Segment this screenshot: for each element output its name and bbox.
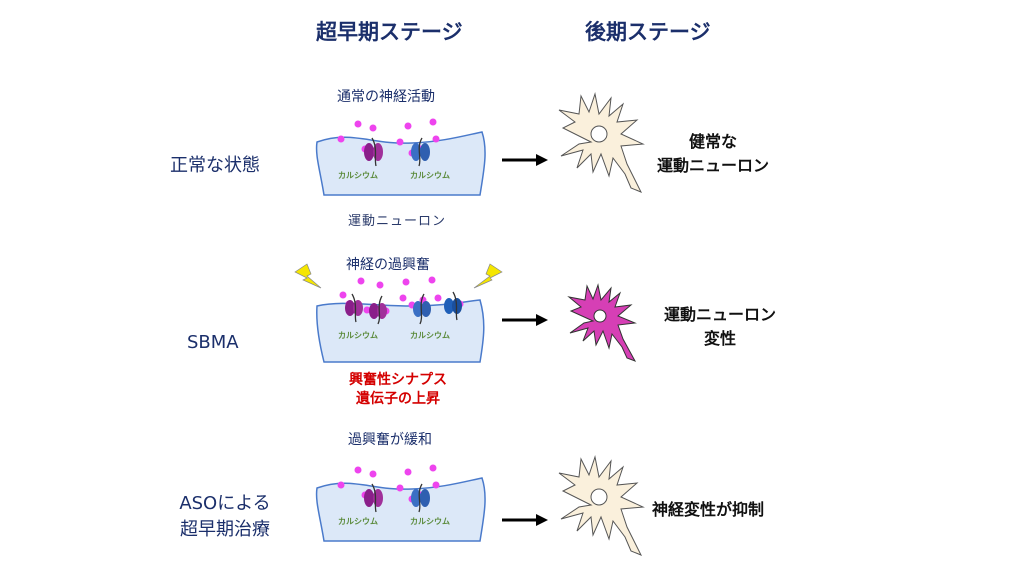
outcome-line: 神経変性が抑制 <box>652 500 765 519</box>
label-line: ASOによる <box>179 493 271 514</box>
early-stage-header: 超早期ステージ <box>316 20 463 44</box>
calcium-label: カルシウム <box>410 171 450 180</box>
calcium-channel-blue <box>411 137 430 167</box>
synapse-diagram-sbma: カルシウム カルシウム <box>316 276 485 363</box>
outcome-degeneration: 運動ニューロン 変性 <box>650 303 790 351</box>
calcium-label: カルシウム <box>338 517 378 526</box>
caption-normal-activity: 通常の神経活動 <box>337 89 435 105</box>
neuron-membrane <box>315 477 486 542</box>
calcium-label: カルシウム <box>410 331 450 340</box>
neuron-degenerated-icon <box>567 283 637 362</box>
caption-line: 興奮性シナプス <box>349 372 447 388</box>
row-label-sbma: SBMA <box>187 332 239 353</box>
calcium-channel-purple <box>364 137 383 167</box>
calcium-channel-purple <box>345 293 387 325</box>
neuron-membrane <box>315 131 486 196</box>
calcium-channel-blue <box>413 291 462 325</box>
calcium-channel-blue <box>411 483 430 513</box>
outcome-line: 変性 <box>703 329 736 348</box>
caption-excitatory-synapse-genes: 興奮性シナプス 遺伝子の上昇 <box>340 371 456 409</box>
outcome-healthy: 健常な 運動ニューロン <box>648 130 778 178</box>
synapse-diagram-normal: カルシウム カルシウム <box>315 118 486 196</box>
arrow-icon <box>502 314 548 326</box>
caption-hyperexcitation-relieved: 過興奮が緩和 <box>348 432 432 448</box>
outcome-line: 運動ニューロン <box>656 156 769 175</box>
label-line: 超早期治療 <box>180 519 270 540</box>
caption-line: 遺伝子の上昇 <box>356 391 440 407</box>
arrow-icon <box>502 154 548 166</box>
outcome-neurodegeneration-suppressed: 神経変性が抑制 <box>652 498 764 522</box>
row-label-aso-treatment: ASOによる 超早期治療 <box>170 491 280 543</box>
synapse-diagram-aso: カルシウム カルシウム <box>315 464 486 542</box>
caption-motor-neuron: 運動ニューロン <box>348 214 447 229</box>
neuron-healthy-icon <box>558 92 645 193</box>
calcium-label: カルシウム <box>338 171 378 180</box>
row-label-normal: 正常な状態 <box>170 155 260 176</box>
arrow-icon <box>502 514 548 526</box>
outcome-line: 健常な <box>688 132 737 151</box>
late-stage-header: 後期ステージ <box>585 20 711 44</box>
outcome-line: 運動ニューロン <box>663 305 776 324</box>
calcium-channel-purple <box>364 483 383 513</box>
lightning-bolt-icon <box>294 263 322 289</box>
neuron-protected-icon <box>558 455 645 556</box>
calcium-label: カルシウム <box>410 517 450 526</box>
calcium-label: カルシウム <box>338 331 378 340</box>
caption-hyperexcitation: 神経の過興奮 <box>346 257 430 273</box>
lightning-bolt-icon <box>473 263 503 289</box>
